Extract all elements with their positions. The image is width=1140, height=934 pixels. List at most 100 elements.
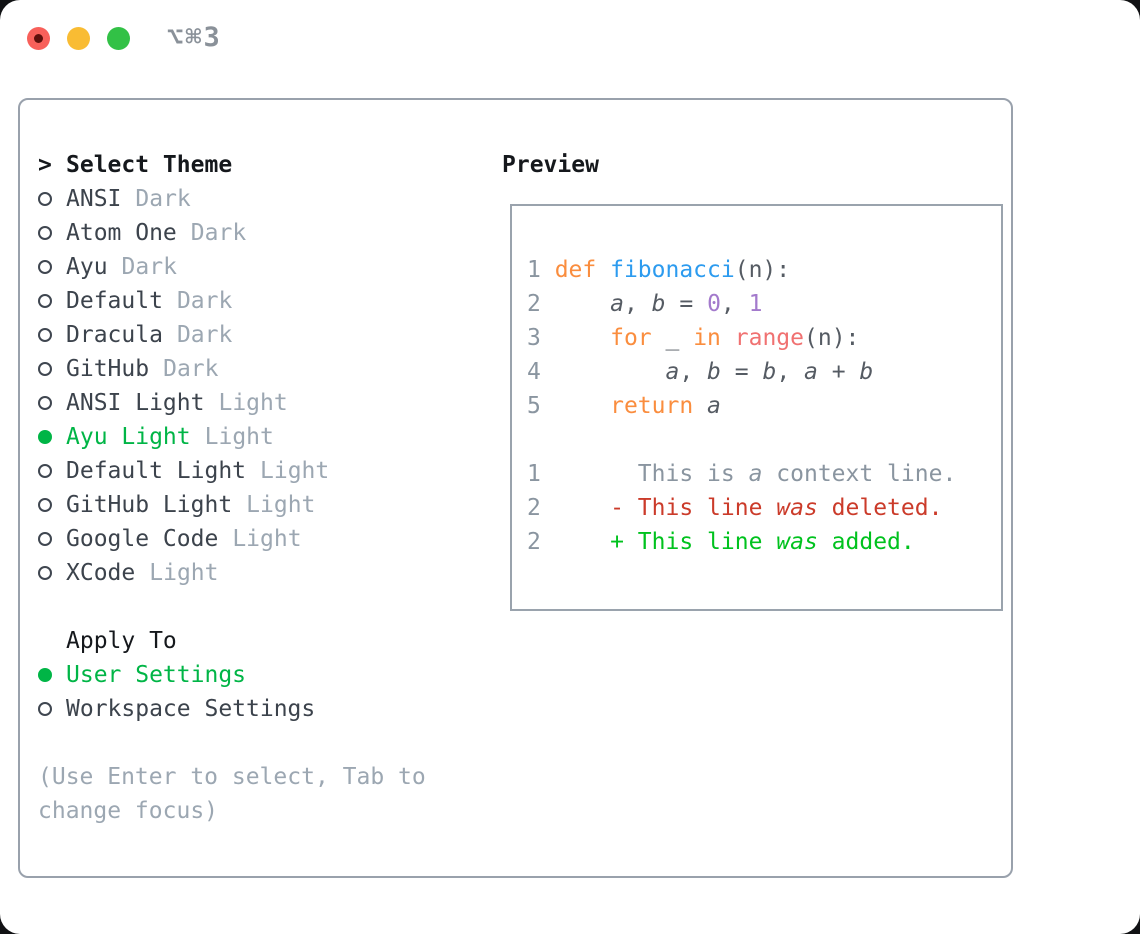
preview-code-line-3: 3 for _ in range(n):	[527, 321, 1001, 355]
radio-circle	[38, 498, 52, 512]
zoom-button[interactable]	[107, 27, 130, 50]
code-token-lineno: 2	[527, 291, 555, 317]
code-token-keyword: for	[610, 325, 652, 351]
theme-name: Google Code	[66, 526, 219, 552]
radio-circle	[38, 668, 52, 682]
code-token-function: fibonacci	[610, 257, 735, 283]
preview-code-line-2: 2 a, b = 0, 1	[527, 287, 1001, 321]
preview-code-line-1: 1 def fibonacci(n):	[527, 253, 1001, 287]
theme-variant-badge: Light	[204, 424, 274, 450]
code-token-context: This is	[554, 461, 749, 487]
code-token-lineno: 4	[527, 359, 555, 385]
theme-option-ansi-light[interactable]: ANSI Light Light	[38, 386, 470, 420]
apply-option-label: User Settings	[66, 662, 247, 688]
code-token-fg: a	[804, 359, 818, 385]
radio-circle	[38, 532, 52, 546]
window-title-shortcut: ⌥⌘3	[167, 22, 222, 53]
theme-variant-badge: Light	[218, 390, 288, 416]
preview-code-line-7: 1 This is a context line.	[527, 457, 1001, 491]
apply-to-header: Apply To	[38, 624, 470, 658]
keyboard-hint: (Use Enter to select, Tab to change focu…	[38, 764, 426, 824]
code-token-number: 0	[707, 291, 721, 317]
radio-circle	[38, 260, 52, 274]
apply-option-user-settings[interactable]: User Settings	[38, 658, 470, 692]
code-token-fg: b	[859, 359, 874, 385]
preview-title: Preview	[502, 152, 599, 178]
code-token-fg: b	[651, 291, 666, 317]
theme-name: Ayu	[66, 254, 108, 280]
code-token-added: added.	[817, 529, 915, 555]
radio-circle	[38, 566, 52, 580]
code-token-fg: =	[720, 359, 763, 385]
close-button[interactable]	[27, 27, 50, 50]
apply-option-workspace-settings[interactable]: Workspace Settings	[38, 692, 470, 726]
code-token-fg	[555, 325, 610, 351]
radio-unselected-icon	[38, 396, 66, 410]
theme-variant-badge: Dark	[135, 186, 191, 212]
radio-circle	[38, 226, 52, 240]
focus-prompt-icon: >	[38, 152, 52, 178]
radio-circle	[38, 464, 52, 478]
code-token-fg: =	[665, 291, 708, 317]
window-controls	[27, 27, 130, 50]
apply-to-title: Apply To	[66, 628, 177, 654]
close-dot-icon	[34, 34, 43, 43]
radio-selected-icon	[38, 668, 66, 682]
apply-option-label: Workspace Settings	[66, 696, 316, 722]
minimize-button[interactable]	[67, 27, 90, 50]
theme-name: Atom One	[66, 220, 177, 246]
theme-option-ansi[interactable]: ANSI Dark	[38, 182, 470, 216]
code-token-added: + This line	[610, 529, 777, 555]
theme-name: Default	[66, 288, 163, 314]
radio-unselected-icon	[38, 362, 66, 376]
spacer	[38, 590, 470, 624]
theme-option-atom-one[interactable]: Atom One Dark	[38, 216, 470, 250]
preview-code-line-6	[527, 423, 1001, 457]
code-token-fg	[555, 529, 610, 555]
code-token-lineno: 1	[527, 461, 555, 487]
spacer	[38, 726, 470, 760]
code-token-fg	[555, 393, 610, 419]
radio-unselected-icon	[38, 226, 66, 240]
radio-circle	[38, 430, 52, 444]
code-token-fg	[555, 359, 666, 385]
radio-unselected-icon	[38, 498, 66, 512]
code-token-keyword: return	[610, 393, 708, 419]
code-token-fg: (n):	[804, 325, 860, 351]
radio-circle	[38, 702, 52, 716]
preview-code-line-5: 5 return a	[527, 389, 1001, 423]
radio-unselected-icon	[38, 192, 66, 206]
radio-selected-icon	[38, 430, 66, 444]
radio-unselected-icon	[38, 294, 66, 308]
theme-name: GitHub	[66, 356, 150, 382]
code-token-fg: (n):	[734, 257, 791, 283]
code-token-lineno: 1	[527, 257, 555, 283]
code-token-lineno: 2	[527, 529, 555, 555]
code-token-added: was	[776, 529, 818, 555]
select-theme-title: Select Theme	[66, 152, 233, 178]
code-token-fg: ,	[776, 359, 805, 385]
code-token-fg	[721, 325, 735, 351]
radio-circle	[38, 396, 52, 410]
code-token-fg: ,	[623, 291, 652, 317]
theme-variant-badge: Dark	[190, 220, 247, 246]
code-token-fg: +	[817, 359, 860, 385]
radio-unselected-icon	[38, 260, 66, 274]
radio-unselected-icon	[38, 532, 66, 546]
theme-name: ANSI Light	[66, 390, 205, 416]
theme-name: ANSI	[66, 186, 122, 212]
code-token-deleted: - This line	[610, 495, 777, 521]
